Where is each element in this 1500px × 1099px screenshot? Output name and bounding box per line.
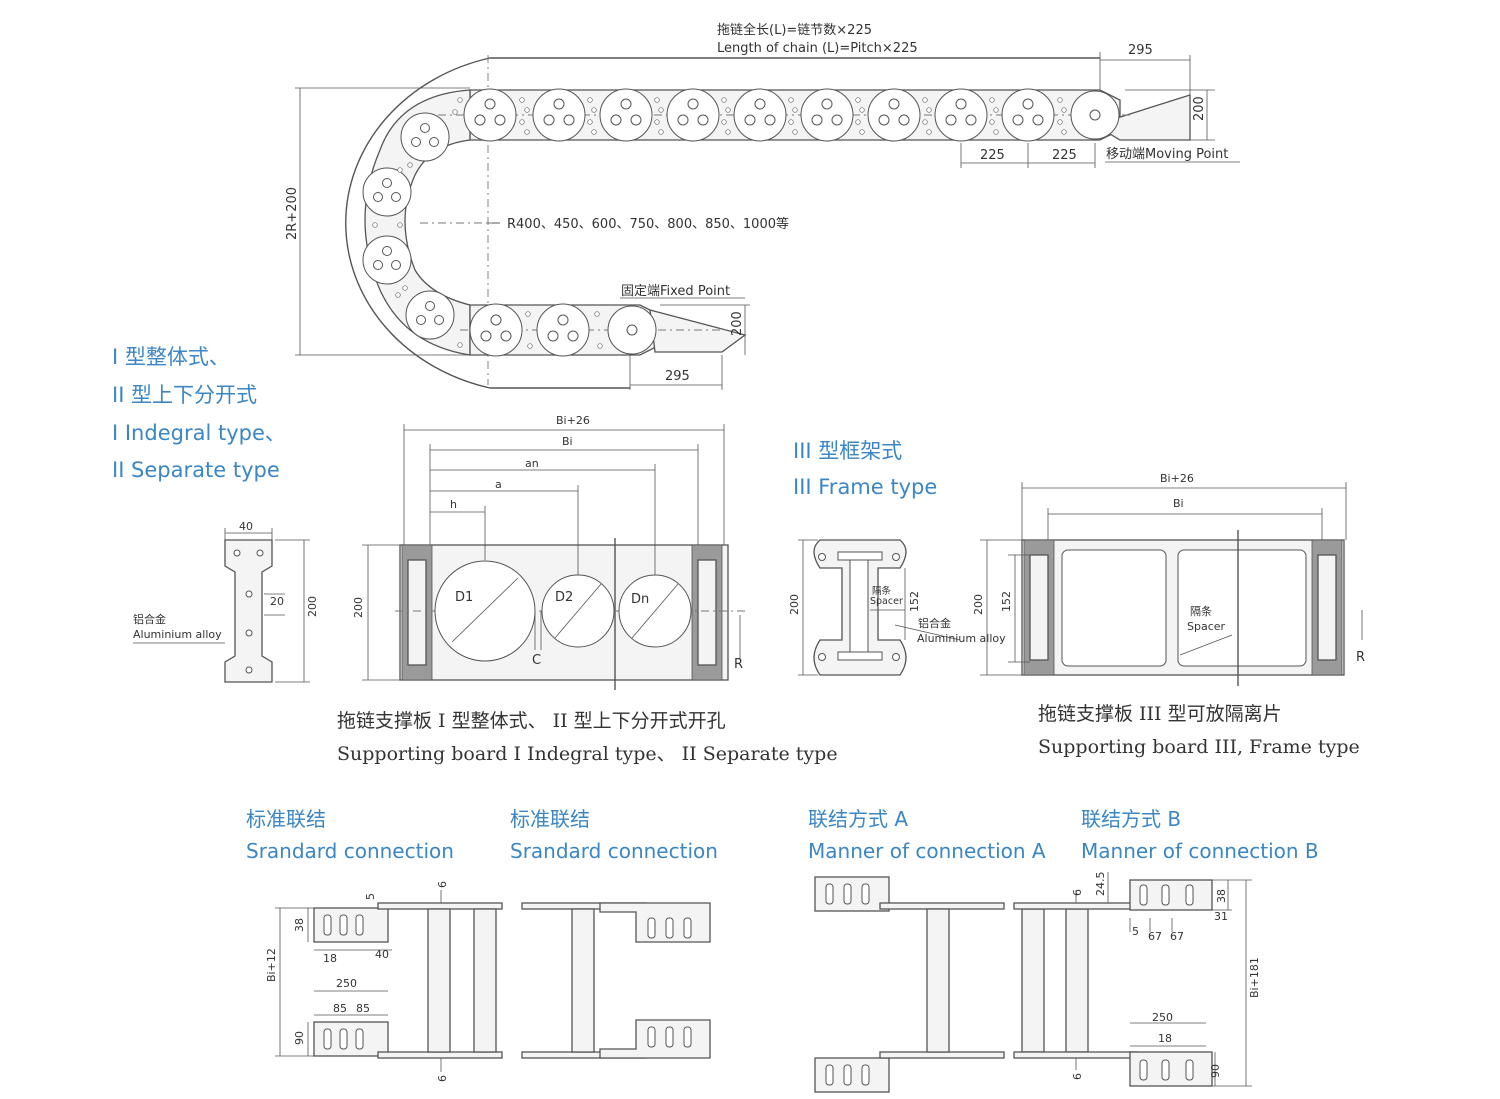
conn-a-heading-en: Manner of connection A [808, 839, 1046, 863]
connection-a [814, 876, 1139, 1093]
dim-152-side: 152 [908, 591, 921, 612]
spacer-en-frame: Spacer [1187, 620, 1226, 633]
std1-heading-cn: 标准联结 [246, 807, 326, 831]
std-dim-6-bottom: 6 [436, 1075, 449, 1082]
dim-20: 20 [270, 595, 284, 608]
b-dim-24-5: 24.5 [1094, 872, 1107, 897]
connection-b: 6 24.5 38 31 5 67 67 Bi+181 250 18 90 6 [1071, 872, 1261, 1087]
heading-frame-en: III Frame type [793, 475, 937, 499]
dim-295-bottom: 295 [665, 369, 690, 384]
label-dn: Dn [631, 592, 649, 607]
board-frame: Bi+26 Bi 200 152 隔条 Spacer R 拖链支撑板 III 型… [972, 472, 1365, 758]
b-dim-67b: 67 [1170, 930, 1184, 943]
std-connection-2 [521, 902, 711, 1059]
conn-b-heading-cn: 联结方式 B [1081, 807, 1181, 831]
std2-heading-cn: 标准联结 [510, 807, 590, 831]
heading-type2-en: II Separate type [112, 458, 280, 482]
lower-run-discs [469, 303, 657, 357]
types-heading: I 型整体式、 II 型上下分开式 I Indegral type、 II Se… [112, 345, 286, 482]
dim-295-top: 295 [1128, 43, 1153, 58]
dim-200-side: 200 [306, 596, 319, 617]
std-dim-90: 90 [293, 1031, 306, 1045]
dim-bi26-1: Bi+26 [556, 414, 590, 427]
dim-200-frame: 200 [972, 594, 985, 615]
dim-bi26-2: Bi+26 [1160, 472, 1194, 485]
dim-200-frame-side: 200 [788, 594, 801, 615]
dim-bi-2: Bi [1173, 497, 1184, 510]
chain-length-cn: 拖链全长(L)=链节数×225 [717, 22, 872, 38]
label-c: C [532, 653, 541, 668]
dim-bi-1: Bi [562, 435, 573, 448]
heading-type1-cn: I 型整体式、 [112, 345, 230, 369]
std-dim-bi12: Bi+12 [265, 948, 278, 982]
dim-40: 40 [239, 520, 253, 533]
alloy-cn-1: 铝合金 [133, 612, 166, 626]
dim-200-moving: 200 [1192, 96, 1207, 121]
std-dim-6-top: 6 [436, 881, 449, 888]
heading-type1-en: I Indegral type、 [112, 421, 286, 445]
conn-a-heading-cn: 联结方式 A [808, 807, 908, 831]
dim-200-board: 200 [352, 597, 365, 618]
b-dim-6-top: 6 [1071, 889, 1084, 896]
b-dim-5: 5 [1132, 925, 1139, 938]
b-dim-90: 90 [1209, 1064, 1222, 1078]
std-dim-85a: 85 [333, 1002, 347, 1015]
std-dim-5: 5 [364, 893, 377, 900]
alloy-en-2: Aluminium alloy [917, 632, 1006, 645]
dim-200-fixed: 200 [730, 311, 745, 336]
upper-run-discs [463, 88, 1120, 142]
chain-pin-holes [372, 97, 1067, 349]
b-dim-38: 38 [1215, 889, 1228, 903]
conn-b-heading-en: Manner of connection B [1081, 839, 1319, 863]
spacer-cn-side: 隔条 [872, 585, 892, 597]
spacer-en-side: Spacer [870, 596, 903, 607]
std-dim-38: 38 [293, 918, 306, 932]
std-dim-250: 250 [336, 977, 357, 990]
dim-an: an [525, 457, 539, 470]
alloy-cn-2: 铝合金 [918, 616, 951, 630]
dim-225-b: 225 [1052, 148, 1077, 163]
b-dim-31: 31 [1214, 910, 1228, 923]
label-r: R [734, 657, 743, 672]
label-r-frame: R [1356, 650, 1365, 665]
heading-frame-cn: III 型框架式 [793, 439, 902, 463]
std-dim-18: 18 [323, 952, 337, 965]
caption-board3-en: Supporting board III, Frame type [1038, 736, 1360, 758]
b-dim-6-bottom: 6 [1071, 1073, 1084, 1080]
label-d1: D1 [455, 590, 473, 605]
bend-section [364, 89, 471, 356]
dim-2r-200: 2R+200 [285, 187, 300, 240]
hole-d1 [434, 560, 536, 662]
dim-152-frame: 152 [1000, 591, 1013, 612]
spacer-cn-frame: 隔条 [1190, 604, 1212, 618]
board-side-profile: 40 20 200 铝合金 Aluminium alloy [133, 520, 319, 683]
dim-h: h [450, 498, 457, 511]
chain-top-view: 拖链全长(L)=链节数×225 Length of chain (L)=Pitc… [285, 22, 1240, 390]
bend-discs [362, 112, 455, 340]
std1-heading-en: Srandard connection [246, 839, 454, 863]
radius-list: R400、450、600、750、800、850、1000等 [507, 216, 789, 232]
std-dim-40: 40 [375, 948, 389, 961]
caption-board3-cn: 拖链支撑板 III 型可放隔离片 [1038, 703, 1282, 725]
b-dim-67a: 67 [1148, 930, 1162, 943]
frame-side-profile: 200 隔条 Spacer 152 铝合金 Aluminium alloy [788, 539, 1006, 676]
dim-a: a [495, 478, 502, 491]
b-dim-250: 250 [1152, 1011, 1173, 1024]
caption-board1-en: Supporting board I Indegral type、 II Sep… [337, 743, 838, 765]
board-integral-holes: Bi+26 Bi an a h 200 D1 D2 Dn C R 拖链支撑板 I… [337, 414, 838, 765]
b-dim-bi181: Bi+181 [1248, 957, 1261, 998]
chain-length-en: Length of chain (L)=Pitch×225 [717, 41, 918, 56]
std2-heading-en: Srandard connection [510, 839, 718, 863]
alloy-en-1: Aluminium alloy [133, 628, 222, 641]
heading-type2-cn: II 型上下分开式 [112, 383, 257, 407]
std-connection-1: 5 6 38 18 40 Bi+12 250 85 85 90 6 [265, 881, 503, 1082]
std-dim-85b: 85 [356, 1002, 370, 1015]
moving-point-label: 移动端Moving Point [1106, 147, 1228, 162]
fixed-point-label: 固定端Fixed Point [621, 284, 730, 299]
dim-225-a: 225 [980, 148, 1005, 163]
label-d2: D2 [555, 590, 573, 605]
b-dim-18: 18 [1158, 1032, 1172, 1045]
caption-board1-cn: 拖链支撑板 I 型整体式、 II 型上下分开式开孔 [337, 710, 726, 732]
